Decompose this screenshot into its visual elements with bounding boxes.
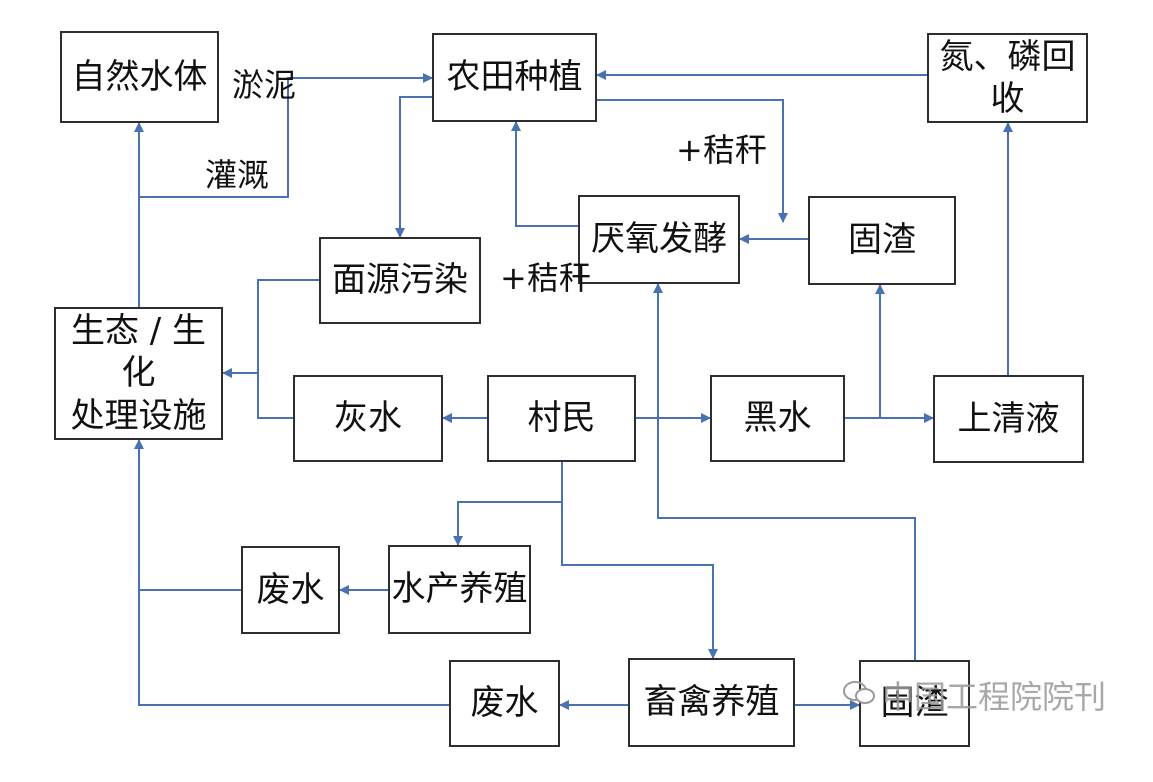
node-anaerobic-fermentation: 厌氧发酵 [578, 195, 740, 284]
node-np-recovery: 氮、磷回收 [927, 33, 1088, 123]
node-supernatant: 上清液 [933, 375, 1084, 463]
node-livestock-breeding: 畜禽养殖 [628, 658, 795, 747]
node-wastewater-aquaculture: 废水 [241, 546, 340, 634]
node-solid-residue-bottom: 固渣 [859, 660, 970, 747]
node-aquaculture: 水产养殖 [388, 545, 531, 634]
arrow-greywater-to-treatment [222, 368, 293, 419]
line-livestock-wastewater-to-treatment [138, 590, 449, 706]
node-wastewater-livestock: 废水 [449, 660, 560, 747]
node-greywater: 灰水 [293, 375, 443, 462]
label-straw-left: +秸秆 [500, 259, 591, 297]
line-nonpoint-to-treatment [257, 279, 319, 373]
arrow-villagers-to-aquaculture [453, 462, 563, 546]
node-villagers: 村民 [487, 375, 636, 462]
node-farmland: 农田种植 [432, 33, 597, 122]
wechat-icon [843, 681, 875, 704]
arrow-blackwater-to-residue [845, 284, 885, 419]
node-solid-residue-top: 固渣 [808, 196, 956, 285]
arrow-anaerobic-to-farmland [511, 121, 578, 227]
node-natural-water: 自然水体 [60, 31, 219, 123]
arrow-wastewater-to-treatment [134, 439, 241, 591]
node-nonpoint-pollution: 面源污染 [319, 237, 481, 324]
arrow-farmland-to-nonpoint [395, 96, 432, 238]
arrow-straw-to-anaerobic [597, 99, 788, 223]
label-irrigation: 灌溉 [205, 156, 270, 194]
watermark-text: 中国工程院院刊 [882, 678, 1107, 716]
arrow-irrigation-to-farmland [139, 73, 433, 198]
node-blackwater: 黑水 [710, 375, 845, 462]
arrow-villagers-to-livestock [561, 502, 718, 659]
node-eco-treatment-facility: 生态 / 生化 处理设施 [54, 307, 223, 440]
label-sludge: 淤泥 [232, 66, 297, 104]
label-straw-top: +秸秆 [676, 131, 767, 169]
arrow-residue-bottom-to-anaerobic [653, 283, 916, 660]
